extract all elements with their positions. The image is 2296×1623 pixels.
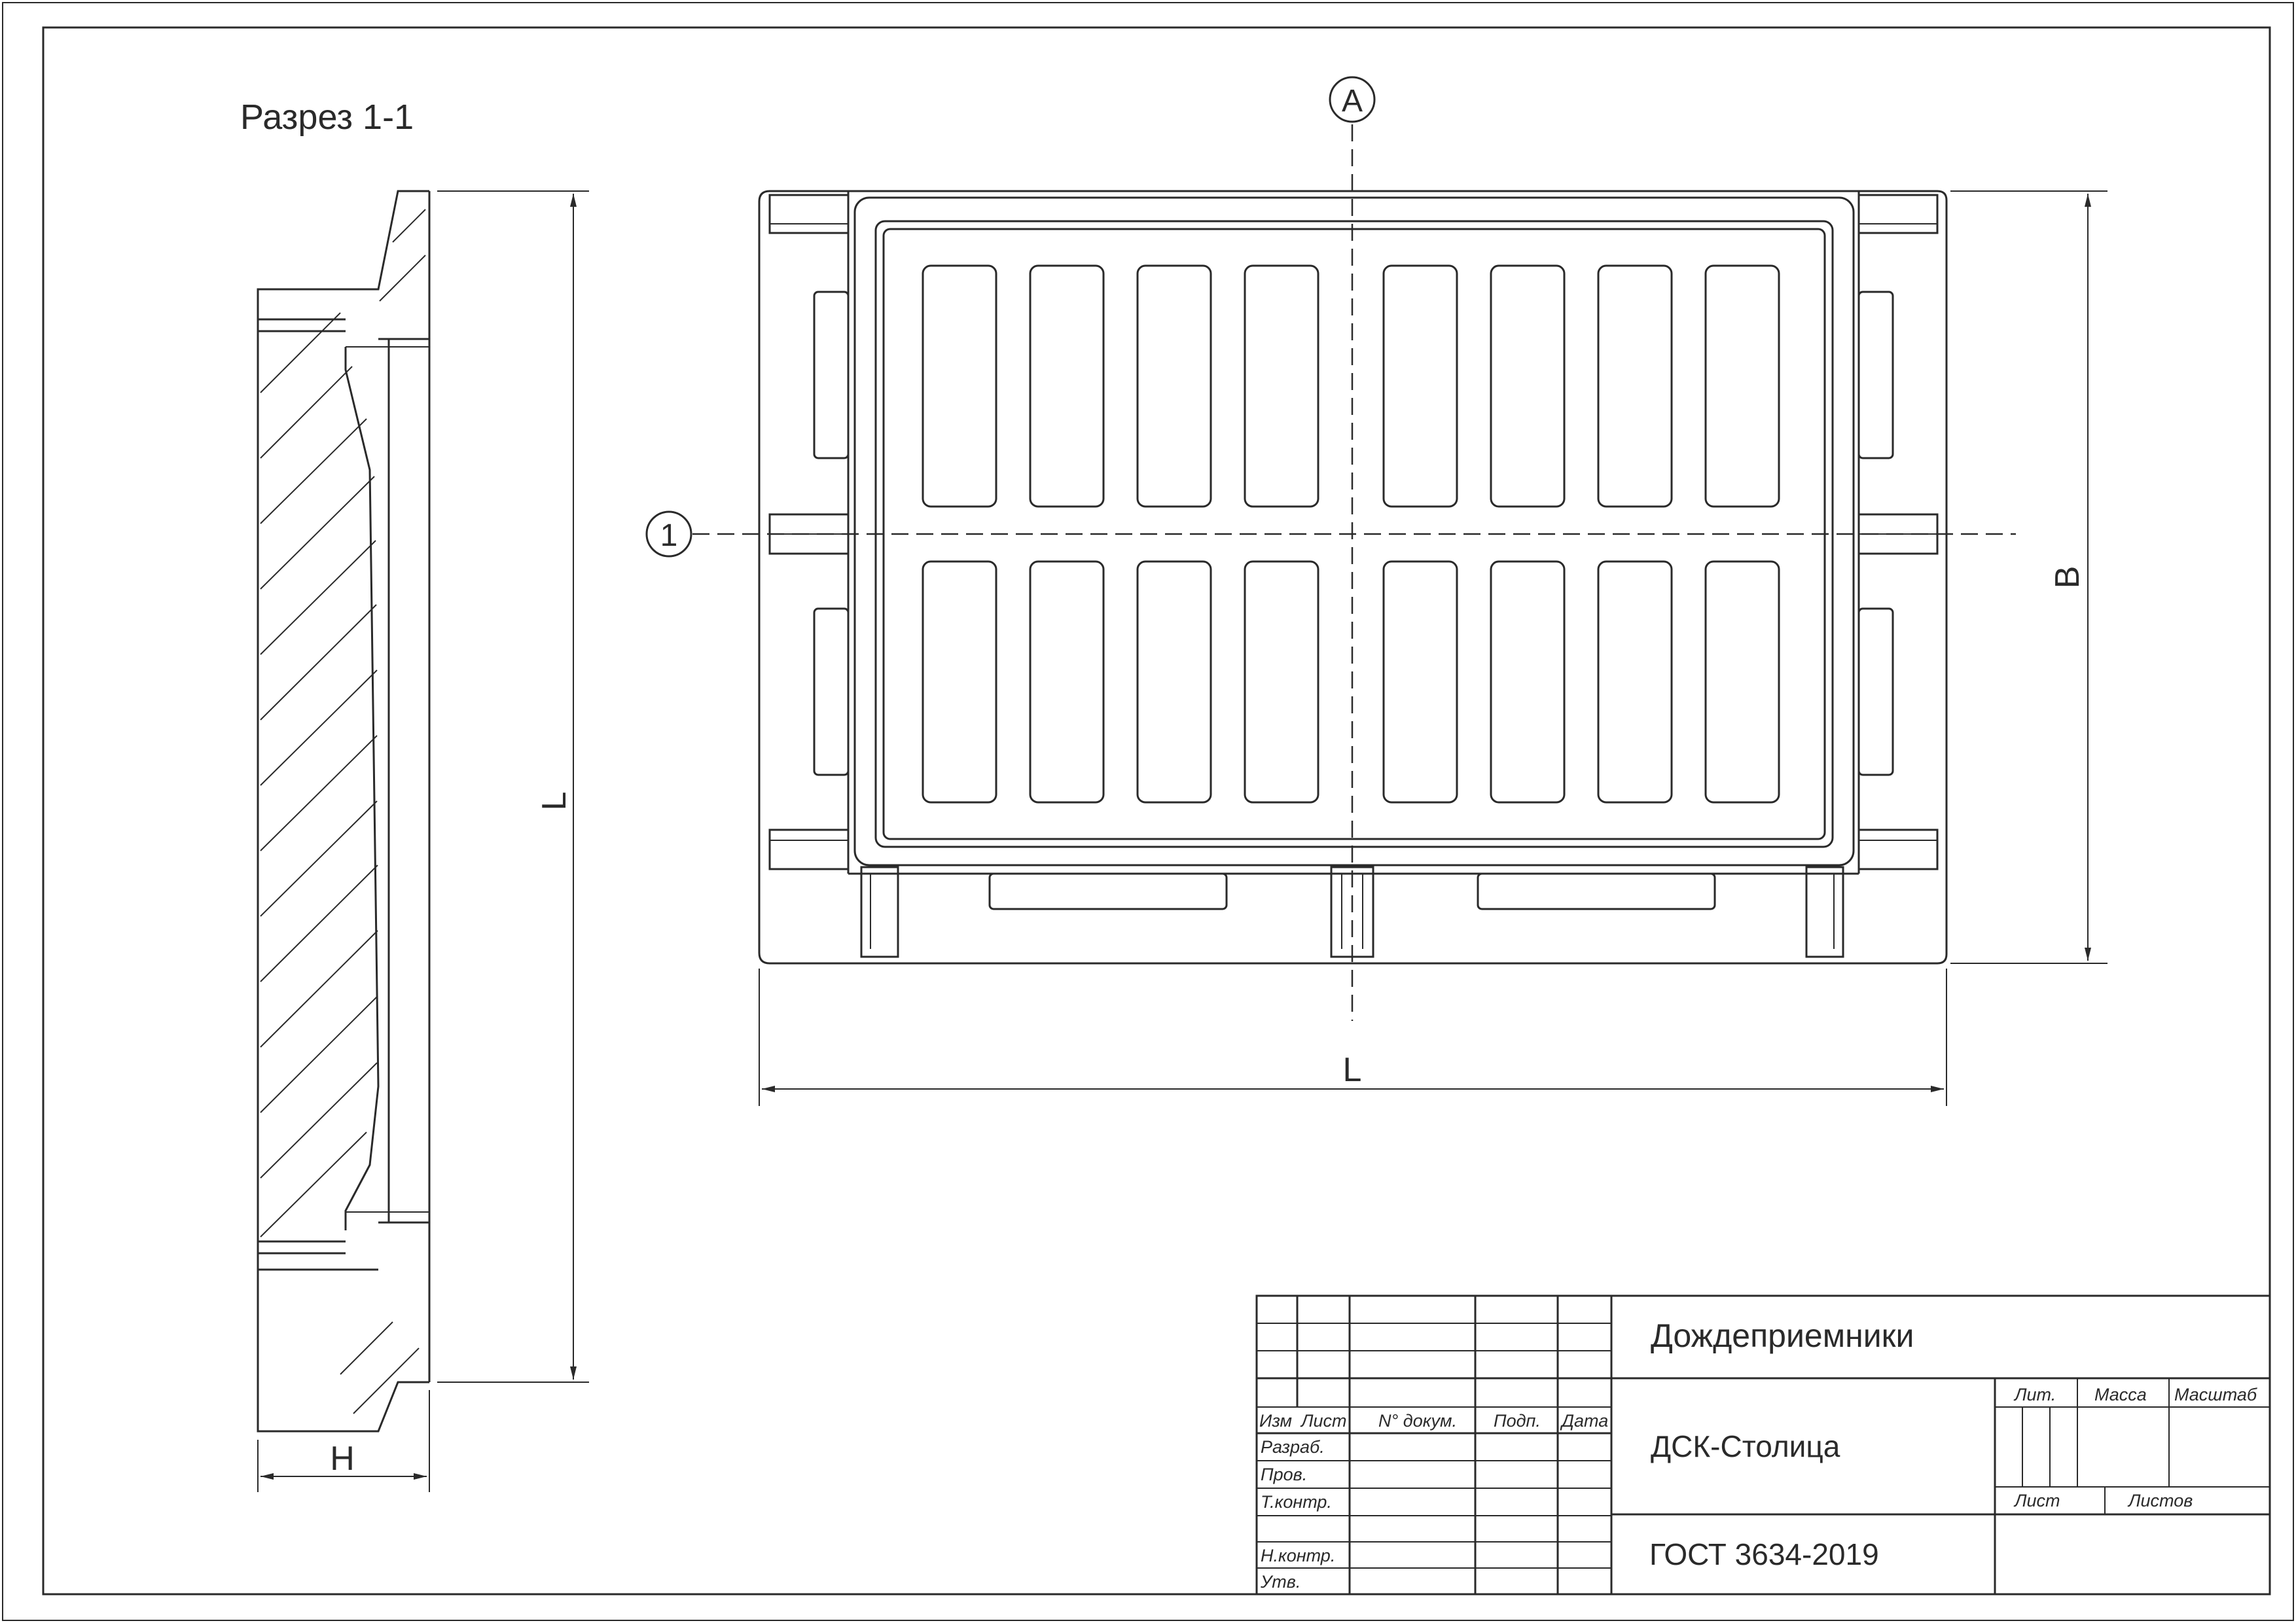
grate-slot: [1382, 560, 1458, 804]
grate-slot: [1490, 560, 1566, 804]
svg-text:A: A: [1342, 84, 1363, 118]
axis-1-marker: 1: [645, 510, 692, 558]
product-name: Дождеприемники: [1651, 1317, 1914, 1354]
right-lugs: [1857, 194, 1939, 870]
axis-a-marker: A: [1329, 76, 1376, 123]
title-block: [1255, 1294, 2271, 1596]
grate-slot: [1704, 560, 1780, 804]
svg-text:1: 1: [660, 518, 678, 553]
row-developed: Разраб.: [1261, 1437, 1325, 1457]
grate-slot: [1382, 264, 1458, 508]
grate-slot: [922, 560, 997, 804]
grate-slots: [922, 264, 1780, 804]
row-tech-control: Т.контр.: [1261, 1492, 1332, 1512]
col-izm: Изм: [1259, 1411, 1292, 1431]
info-sheet: Лист: [2013, 1491, 2060, 1510]
col-sign: Подп.: [1494, 1411, 1541, 1431]
row-checked: Пров.: [1261, 1465, 1307, 1484]
grate-slot: [1136, 264, 1212, 508]
col-list: Лист: [1300, 1411, 1347, 1431]
grate-slot: [1136, 560, 1212, 804]
grate-slot: [1244, 264, 1319, 508]
grate-slot: [1029, 560, 1105, 804]
grate-slot: [1490, 264, 1566, 508]
company-name: ДСК-Столица: [1651, 1429, 1840, 1463]
plan-view: [692, 124, 2108, 1106]
left-lugs: [768, 194, 850, 870]
section-length-label: L: [535, 792, 573, 811]
plan-length-label: L: [1343, 1051, 1362, 1089]
col-date: Дата: [1560, 1411, 1608, 1431]
info-scale: Масштаб: [2174, 1385, 2257, 1404]
sheet-frame: [42, 26, 2271, 1596]
grate-slot: [1029, 264, 1105, 508]
info-mass: Масса: [2094, 1385, 2147, 1404]
grate-slot: [1597, 264, 1673, 508]
col-doc-no: N° докум.: [1378, 1411, 1457, 1431]
standard-number: ГОСТ 3634-2019: [1649, 1537, 1879, 1571]
grate-slot: [1244, 560, 1319, 804]
row-approved: Утв.: [1260, 1572, 1300, 1592]
info-lit: Лит.: [2013, 1385, 2056, 1404]
row-norm-control: Н.контр.: [1261, 1546, 1335, 1565]
grate-slot: [922, 264, 997, 508]
grate-slot: [1704, 264, 1780, 508]
section-title: Разрез 1-1: [240, 98, 414, 137]
section-view: [257, 190, 589, 1492]
bottom-posts: [860, 866, 1844, 958]
plan-width-label: B: [2049, 566, 2087, 589]
grate-slot: [1597, 560, 1673, 804]
section-height-label: H: [330, 1440, 355, 1478]
info-sheets: Листов: [2127, 1491, 2193, 1510]
